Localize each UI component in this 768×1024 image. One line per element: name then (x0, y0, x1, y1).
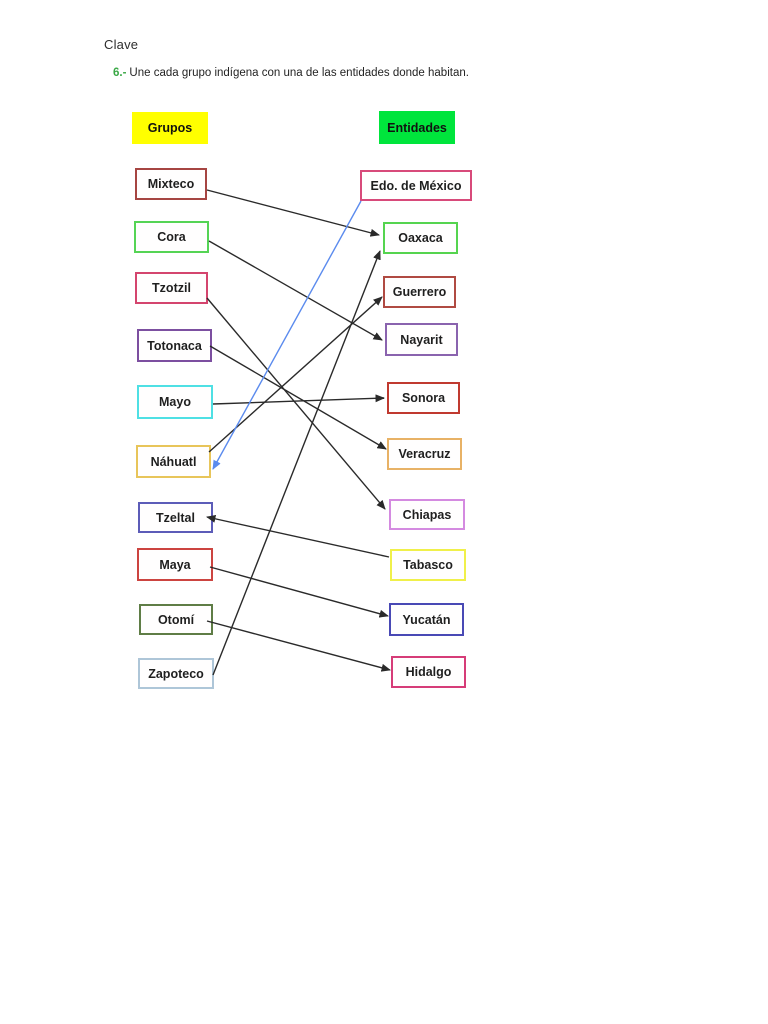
entity-box-guerrero: Guerrero (383, 276, 456, 308)
exercise-number: 6.- (113, 67, 127, 79)
match-line-otomi-to-hidalgo (206, 620, 391, 672)
group-label: Tzotzil (152, 281, 191, 295)
entity-box-yucatan: Yucatán (389, 603, 464, 636)
group-box-nahuatl: Náhuatl (136, 445, 211, 478)
entity-box-sonora: Sonora (387, 382, 460, 414)
group-label: Mayo (159, 395, 191, 409)
entity-label: Oaxaca (398, 231, 443, 245)
group-label: Maya (159, 557, 191, 572)
match-line-tzotzil-to-chiapas (206, 297, 386, 510)
match-line-mayo-to-sonora (212, 394, 385, 405)
match-line-edo-mexico-to-nahuatl (212, 200, 362, 470)
group-box-otomi: Otomí (139, 604, 213, 635)
group-label: Totonaca (147, 338, 202, 353)
entity-label: Chiapas (402, 507, 452, 522)
group-box-tzeltal: Tzeltal (138, 502, 213, 533)
entity-label: Hidalgo (405, 665, 452, 679)
group-box-tzotzil: Tzotzil (135, 272, 208, 304)
match-line-totonaca-to-veracruz (209, 345, 387, 450)
entity-label: Edo. de México (370, 178, 462, 193)
group-label: Mixteco (147, 177, 195, 191)
exercise-instruction: 6.-Une cada grupo indígena con una de la… (113, 67, 469, 79)
exercise-text: Une cada grupo indígena con una de las e… (129, 67, 469, 79)
entity-box-nayarit: Nayarit (385, 323, 458, 356)
group-label: Otomí (157, 612, 195, 627)
match-line-maya-to-yucatan (209, 566, 389, 618)
entity-label: Tabasco (403, 558, 453, 572)
match-line-nahuatl-to-guerrero (208, 296, 383, 453)
group-box-mixteco: Mixteco (135, 168, 207, 200)
entity-label: Nayarit (400, 332, 443, 347)
match-line-cora-to-nayarit (208, 240, 383, 341)
match-line-mixteco-to-oaxaca (206, 189, 380, 237)
entities-column-header: Entidades (379, 111, 455, 144)
group-box-totonaca: Totonaca (137, 329, 212, 362)
groups-column-header: Grupos (132, 112, 208, 144)
entity-box-chiapas: Chiapas (389, 499, 465, 530)
entity-box-hidalgo: Hidalgo (391, 656, 466, 688)
group-label: Zapoteco (148, 666, 204, 681)
entity-box-oaxaca: Oaxaca (383, 222, 458, 254)
match-line-tabasco-to-tzeltal (206, 514, 390, 558)
entity-label: Yucatán (402, 612, 451, 627)
group-box-cora: Cora (134, 221, 209, 253)
group-box-maya: Maya (137, 548, 213, 581)
entity-label: Sonora (401, 391, 446, 405)
match-line-zapoteco-to-oaxaca (212, 250, 381, 676)
group-box-mayo: Mayo (137, 385, 213, 419)
entity-label: Veracruz (398, 447, 451, 461)
entity-box-veracruz: Veracruz (387, 438, 462, 470)
group-label: Tzeltal (156, 510, 195, 525)
group-label: Náhuatl (150, 454, 197, 469)
group-box-zapoteco: Zapoteco (138, 658, 214, 689)
entity-box-edo-de-mexico: Edo. de México (360, 170, 472, 201)
entity-label: Guerrero (392, 285, 447, 299)
group-label: Cora (157, 230, 186, 244)
page-title: Clave (104, 37, 139, 52)
entity-box-tabasco: Tabasco (390, 549, 466, 581)
